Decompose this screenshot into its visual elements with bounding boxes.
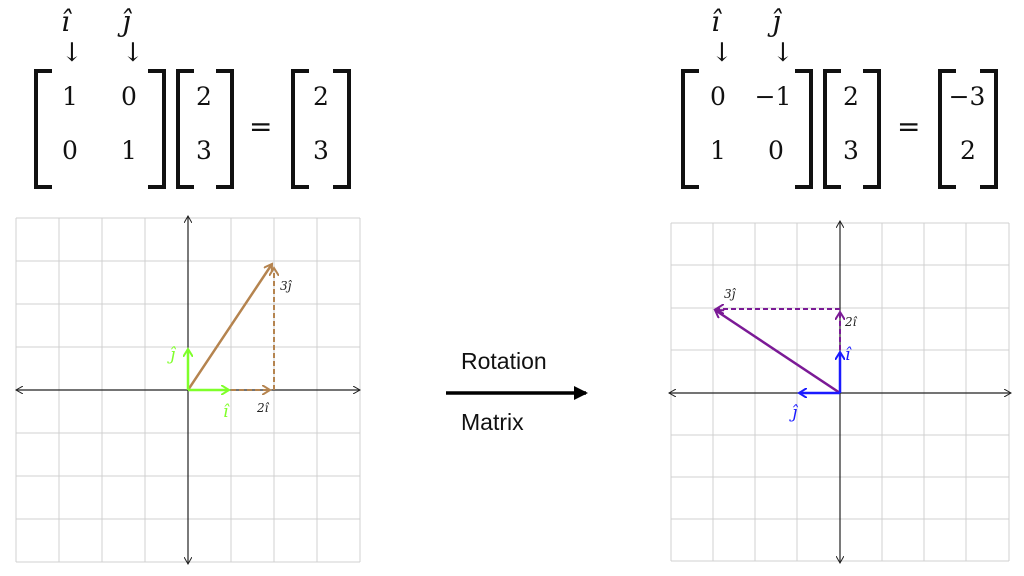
- right-j-down-arrow: ↓: [772, 38, 794, 68]
- right-j-hat-label: ĵ: [772, 5, 781, 38]
- right-result-open-bracket: [938, 69, 956, 189]
- right-graph-label-3j: 3ĵ: [724, 287, 737, 301]
- left-vector-close-bracket: [216, 69, 234, 189]
- right-vector-open-bracket: [823, 69, 841, 189]
- left-equals-sign: =: [249, 110, 273, 143]
- right-result-close-bracket: [980, 69, 998, 189]
- right-vector-close-bracket: [863, 69, 881, 189]
- right-matrix-cell-01: −1: [754, 82, 792, 111]
- left-graph-label-2i: 2î: [256, 401, 270, 415]
- right-graph-label-i: î: [845, 345, 852, 365]
- left-graph-label-j: ĵ: [167, 345, 177, 365]
- right-result-y: 2: [960, 136, 976, 165]
- right-matrix-open-bracket: [681, 69, 699, 189]
- right-matrix-close-bracket: [795, 69, 813, 189]
- left-graph-label-i: î: [223, 402, 230, 422]
- left-vector-open-bracket: [176, 69, 194, 189]
- left-matrix-close-bracket: [148, 69, 166, 189]
- left-result-close-bracket: [333, 69, 351, 189]
- left-graph-label-3j: 3ĵ: [280, 279, 293, 293]
- right-i-hat-label: î: [711, 5, 720, 38]
- left-i-down-arrow: ↓: [61, 38, 83, 68]
- matrix-label: Matrix: [461, 409, 524, 435]
- right-graph-label-j: ĵ: [789, 403, 799, 423]
- left-matrix-cell-11: 1: [121, 136, 137, 165]
- left-vector-y: 3: [196, 136, 212, 165]
- right-i-down-arrow: ↓: [711, 38, 733, 68]
- right-vector-x: 2: [843, 82, 859, 111]
- right-result-vector: [715, 310, 841, 395]
- left-vector-x: 2: [196, 82, 212, 111]
- right-matrix-cell-11: 0: [768, 136, 784, 165]
- left-result-open-bracket: [291, 69, 309, 189]
- left-result-y: 3: [313, 136, 329, 165]
- left-matrix-cell-01: 0: [121, 82, 137, 111]
- right-matrix-cell-10: 1: [710, 136, 726, 165]
- right-result-x: −3: [948, 82, 986, 111]
- left-matrix-cell-00: 1: [62, 82, 78, 111]
- left-matrix-cell-10: 0: [62, 136, 78, 165]
- left-matrix-open-bracket: [34, 69, 52, 189]
- right-equals-sign: =: [897, 110, 921, 143]
- left-result-x: 2: [313, 82, 329, 111]
- left-result-vector: [186, 264, 272, 391]
- right-matrix-cell-00: 0: [710, 82, 726, 111]
- left-j-down-arrow: ↓: [122, 38, 144, 68]
- left-j-hat-label: ĵ: [122, 5, 131, 38]
- rotation-label: Rotation: [461, 348, 547, 374]
- right-graph-label-2i: 2î: [844, 315, 858, 329]
- right-vector-y: 3: [843, 136, 859, 165]
- left-i-hat-label: î: [61, 5, 70, 38]
